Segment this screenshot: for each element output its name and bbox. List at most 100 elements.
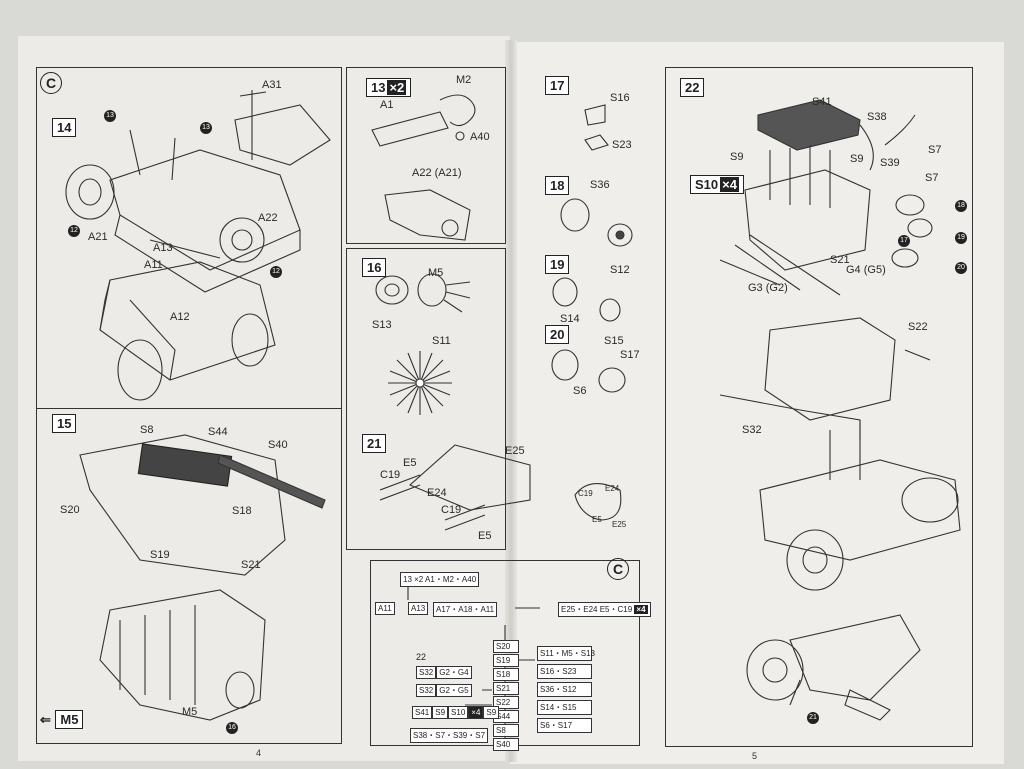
flow-col-item: S40: [493, 738, 519, 751]
flow-row-1: A11: [375, 602, 395, 615]
label-s13: S13: [372, 319, 392, 331]
flow-col-item: S44: [493, 710, 519, 723]
label-g4-g5: G4 (G5): [846, 264, 886, 276]
page-fold: [505, 40, 517, 762]
panel-steps-16-21: [346, 248, 506, 550]
label-a40: A40: [470, 131, 490, 143]
label-e5b: E5: [478, 530, 492, 542]
detail-e5: E5: [592, 515, 602, 524]
flow-col-item: S8: [493, 724, 519, 737]
label-s22: S22: [908, 321, 928, 333]
label-c19b: C19: [441, 504, 462, 516]
label-a22-a21: A22 (A21): [412, 167, 462, 179]
right-page: [510, 42, 1004, 764]
divider-14-15: [36, 408, 342, 409]
label-a31: A31: [262, 79, 282, 91]
label-a12: A12: [170, 311, 190, 323]
flow-column: S20 S19 S18 S21 S22 S44 S8 S40: [493, 640, 519, 751]
label-s12: S12: [610, 264, 630, 276]
page-number-right: 5: [752, 751, 758, 761]
label-s15: S15: [604, 335, 624, 347]
label-m2: M2: [456, 74, 472, 86]
flow-col-item: S18: [493, 668, 519, 681]
ref-19-marker: 19: [955, 232, 967, 244]
label-s23: S23: [612, 139, 632, 151]
label-s20: S20: [60, 504, 80, 516]
label-s19: S19: [150, 549, 170, 561]
ref-21-marker: 21: [807, 712, 819, 724]
label-m5: M5: [182, 706, 198, 718]
label-s7b: S7: [925, 172, 939, 184]
flow-side-item: S6・S17: [537, 718, 592, 733]
label-s16: S16: [610, 92, 630, 104]
next-part-indicator: ⇐ M5: [40, 710, 84, 729]
flow-row-3: A17・A18・A11: [433, 602, 498, 617]
label-e25: E25: [505, 445, 525, 457]
ref-13-marker: 13: [200, 122, 212, 134]
s10-callout: S10×4: [690, 175, 744, 194]
label-a21: A21: [88, 231, 108, 243]
flow-row-2: A13: [408, 602, 429, 615]
detail-e25: E25: [612, 520, 627, 529]
flow-side-item: S16・S23: [537, 664, 592, 679]
label-s21: S21: [241, 559, 261, 571]
step-13-number: 13×2: [366, 78, 412, 97]
label-s9b: S9: [850, 153, 864, 165]
ref-17-marker: 17: [898, 235, 910, 247]
flow-col-item: S20: [493, 640, 519, 653]
detail-e24: E24: [605, 484, 620, 493]
label-e24: E24: [427, 487, 447, 499]
step-19-number: 19: [545, 255, 570, 274]
label-a22: A22: [258, 212, 278, 224]
flow-right: E25・E24 E5・C19 ×4: [558, 602, 651, 617]
ref-20-marker: 20: [955, 262, 967, 274]
label-s8: S8: [140, 424, 154, 436]
ref-16-marker: 16: [226, 722, 238, 734]
detail-c19: C19: [578, 489, 593, 498]
label-s41: S41: [812, 96, 832, 108]
flow-top: 13 ×2 A1・M2・A40: [400, 572, 480, 587]
ref-12b-marker: 12: [270, 266, 282, 278]
step-20-number: 20: [545, 325, 570, 344]
step-21-number: 21: [362, 434, 387, 453]
label-m5-16: M5: [428, 267, 444, 279]
step-22-number: 22: [680, 78, 705, 97]
label-c19: C19: [380, 469, 401, 481]
ref-12a-marker: 12: [68, 225, 80, 237]
flowchart-badge: C: [607, 558, 629, 580]
label-s32: S32: [742, 424, 762, 436]
flow-col-item: S22: [493, 696, 519, 709]
label-g3-g2: G3 (G2): [748, 282, 788, 294]
label-a13: A13: [153, 242, 173, 254]
flow-col-item: S19: [493, 654, 519, 667]
label-s9: S9: [730, 151, 744, 163]
flow-side-item: S36・S12: [537, 682, 592, 697]
label-s17: S17: [620, 349, 640, 361]
label-s21-22: S21: [830, 254, 850, 266]
label-e5: E5: [403, 457, 417, 469]
panel-steps-14-15: [36, 67, 342, 744]
flow-side: S11・M5・S13 S16・S23 S36・S12 S14・S15 S6・S1…: [537, 646, 595, 733]
label-s11: S11: [432, 335, 451, 347]
page-number-left: 4: [256, 748, 262, 758]
next-part-label: M5: [55, 710, 84, 729]
label-a11: A11: [144, 259, 163, 271]
flow-col-item: S21: [493, 682, 519, 695]
section-badge: C: [40, 72, 62, 94]
label-s36: S36: [590, 179, 610, 191]
step-18-number: 18: [545, 176, 570, 195]
panel-step-22: [665, 67, 973, 747]
step-15-number: 15: [52, 414, 77, 433]
label-s38: S38: [867, 111, 887, 123]
step-17-number: 17: [545, 76, 570, 95]
flow-side-item: S11・M5・S13: [537, 646, 595, 661]
label-s14: S14: [560, 313, 580, 325]
label-s7: S7: [928, 144, 942, 156]
label-s39: S39: [880, 157, 900, 169]
ref-18-marker: 18: [955, 200, 967, 212]
flow-side-item: S14・S15: [537, 700, 592, 715]
step-14-number: 14: [52, 118, 77, 137]
